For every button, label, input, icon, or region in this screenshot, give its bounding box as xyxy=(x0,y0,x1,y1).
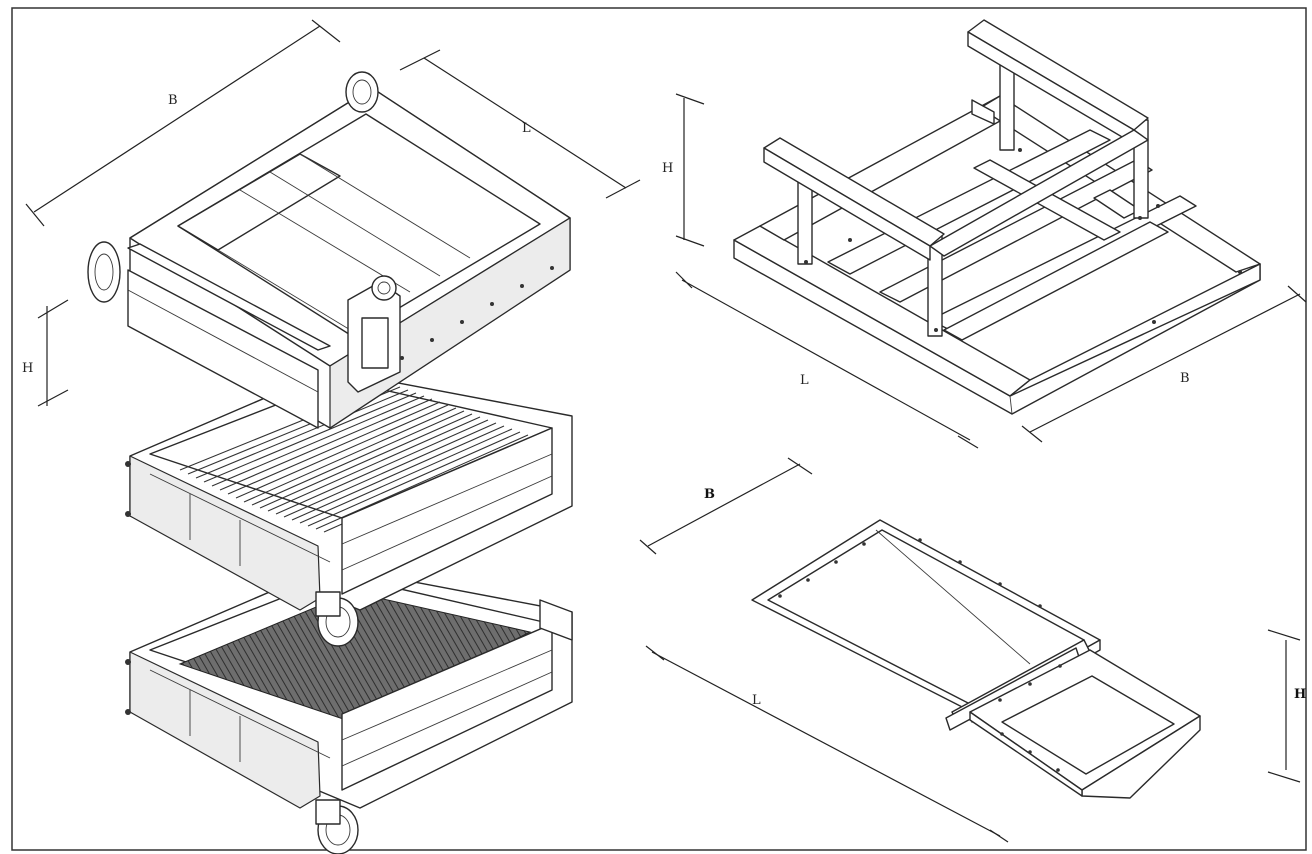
filter-dim-b-label: B xyxy=(704,487,715,502)
frame-dim-l-label: L xyxy=(800,373,809,388)
frame-dim-l: L xyxy=(675,271,979,449)
base-frame-assembly: H L B xyxy=(662,19,1307,449)
drawing-border xyxy=(11,7,1307,851)
humidifier-module xyxy=(87,71,571,429)
tube-coil-module xyxy=(125,369,573,647)
frame-dim-b-label: B xyxy=(1180,371,1190,386)
coil-dim-b-label: B xyxy=(168,93,178,108)
coil-dim-h-label: H xyxy=(22,361,33,376)
coil-dim-h: H xyxy=(22,299,69,407)
filter-frame-assembly: B L H xyxy=(639,457,1306,843)
frame-dim-h: H xyxy=(662,93,705,247)
frame-dim-h-label: H xyxy=(662,161,673,176)
filter-dim-l: L xyxy=(645,645,1009,843)
filter-dim-l-label: L xyxy=(752,693,761,708)
filter-dim-h: H xyxy=(1267,629,1306,783)
coil-dim-l: L xyxy=(399,49,641,199)
coil-assembly: B L H xyxy=(22,19,641,854)
filter-dim-h-label: H xyxy=(1294,687,1306,702)
frame-dim-b: B xyxy=(1021,285,1307,443)
coil-dim-l-label: L xyxy=(522,121,531,136)
coil-dim-b: B xyxy=(25,19,341,227)
finned-coil-module xyxy=(125,565,573,854)
filter-dim-b: B xyxy=(639,457,813,555)
